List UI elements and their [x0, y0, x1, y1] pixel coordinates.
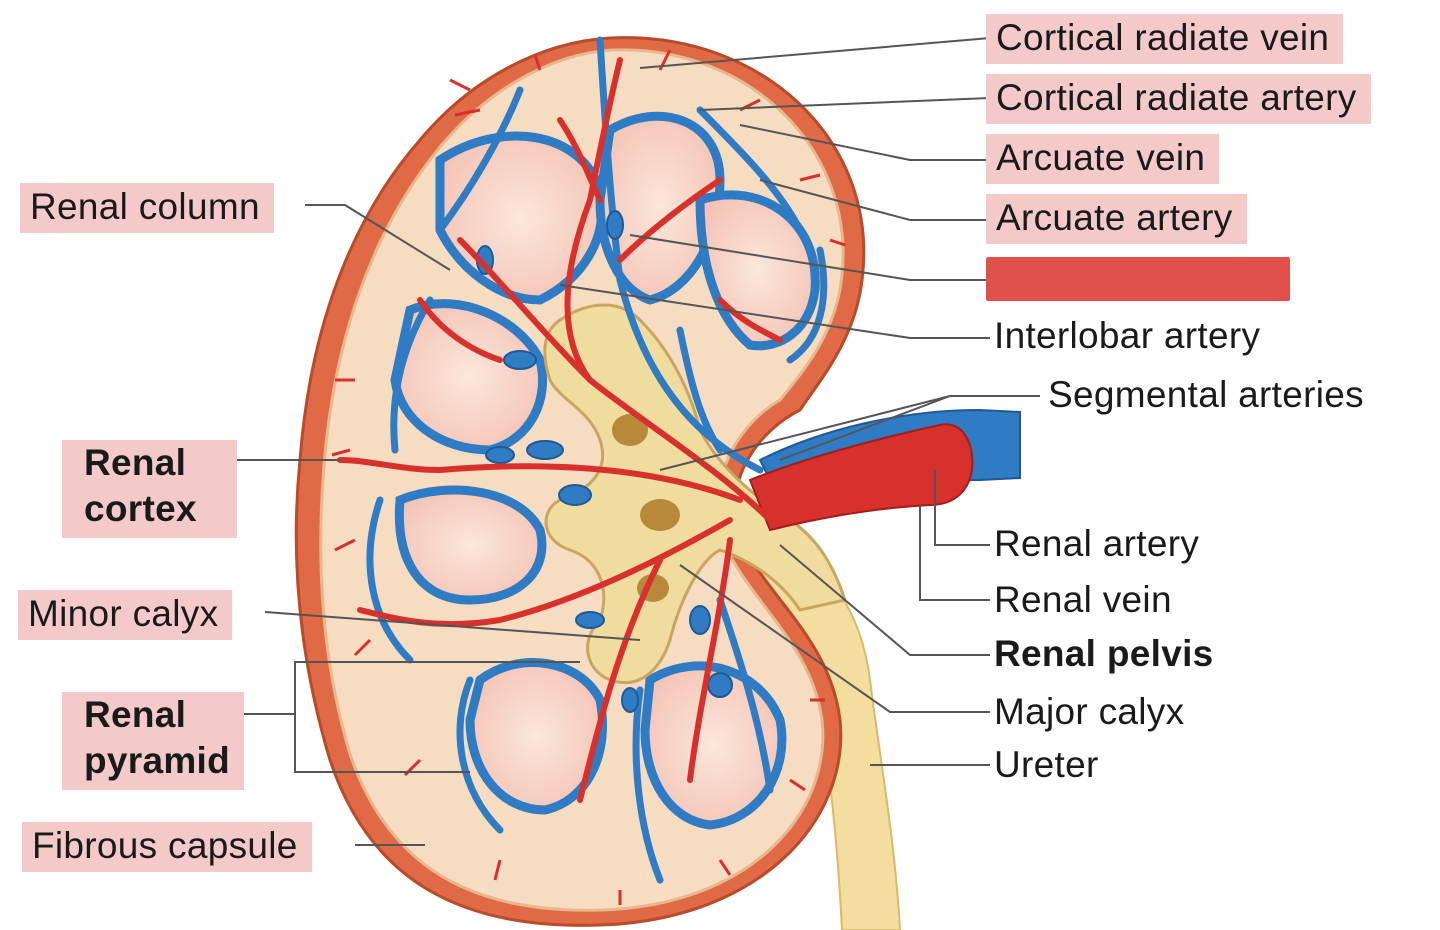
label-renal-vein: Renal vein	[994, 578, 1172, 622]
label-segmental-arteries: Segmental arteries	[1048, 373, 1364, 417]
label-fibrous-capsule: Fibrous capsule	[22, 822, 312, 872]
label-renal-cortex-line1: Renal	[84, 440, 197, 486]
label-renal-pyramid: Renal pyramid	[62, 692, 244, 790]
label-renal-pyramid-line2: pyramid	[84, 738, 230, 784]
label-renal-artery: Renal artery	[994, 522, 1199, 566]
label-renal-pelvis: Renal pelvis	[994, 632, 1214, 676]
label-minor-calyx: Minor calyx	[18, 590, 232, 640]
hidden-label-box	[986, 257, 1290, 301]
label-cortical-radiate-vein: Cortical radiate vein	[986, 14, 1343, 64]
label-renal-cortex: Renal cortex	[62, 440, 237, 538]
label-major-calyx: Major calyx	[994, 690, 1184, 734]
label-renal-column: Renal column	[20, 183, 274, 233]
label-renal-pyramid-line1: Renal	[84, 692, 230, 738]
label-cortical-radiate-artery: Cortical radiate artery	[986, 74, 1371, 124]
label-ureter: Ureter	[994, 743, 1099, 787]
label-arcuate-vein: Arcuate vein	[986, 134, 1219, 184]
label-arcuate-artery: Arcuate artery	[986, 194, 1247, 244]
label-renal-cortex-line2: cortex	[84, 486, 197, 532]
label-interlobar-artery: Interlobar artery	[994, 314, 1260, 358]
